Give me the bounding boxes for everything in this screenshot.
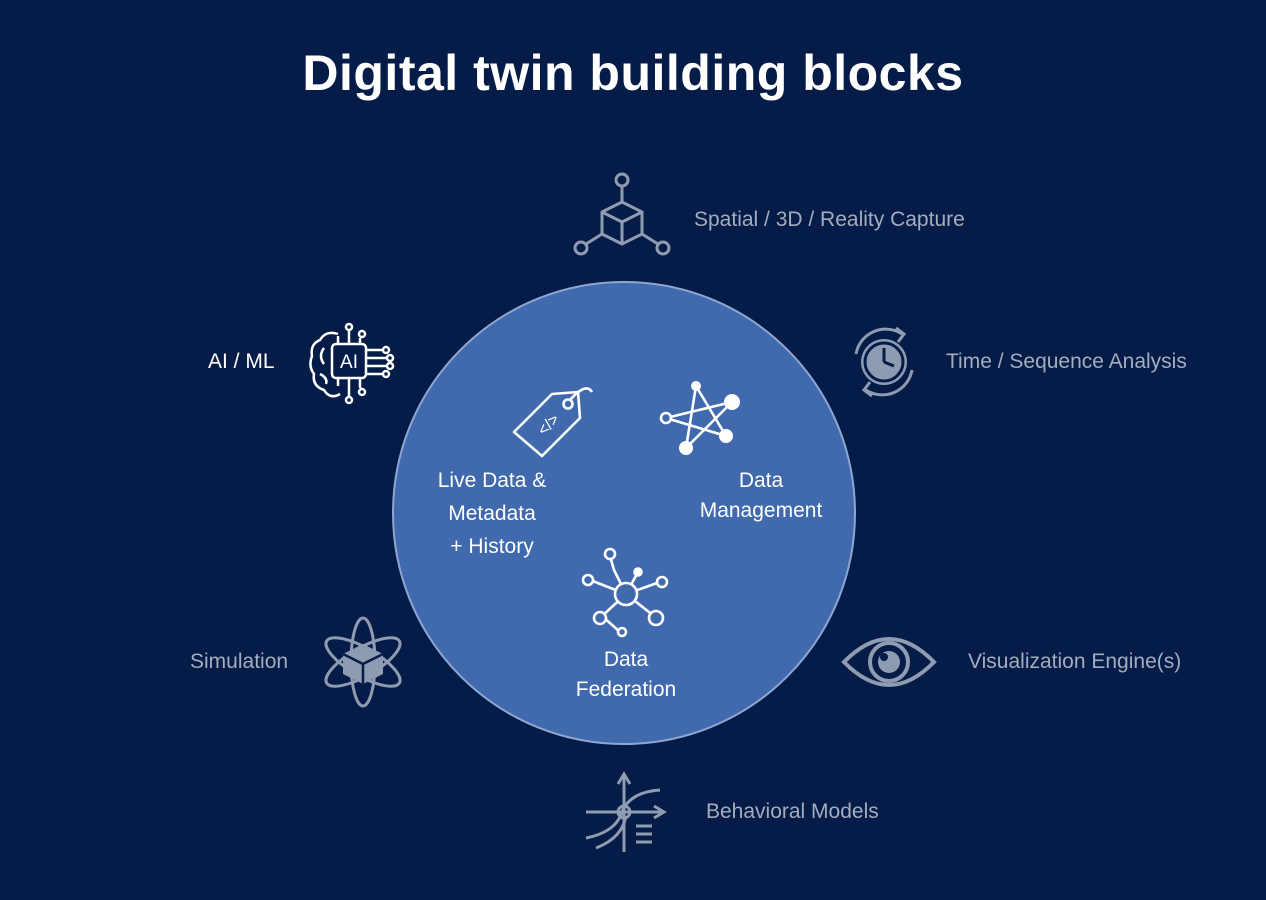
behavior-graph-icon bbox=[585, 771, 667, 852]
core-circle bbox=[392, 281, 856, 745]
ai-brain-chip-icon: AI bbox=[309, 322, 395, 405]
spatial-label: Spatial / 3D / Reality Capture bbox=[694, 208, 965, 231]
data-federation-line-1: Data bbox=[603, 648, 649, 671]
svg-text:</>: </> bbox=[535, 411, 563, 439]
live-data-line-1: Live Data & bbox=[437, 469, 547, 492]
page-title: Digital twin building blocks bbox=[302, 45, 964, 101]
data-federation-line-2: Federation bbox=[575, 678, 677, 701]
spatial-cube-icon bbox=[573, 172, 671, 256]
tag-code-icon: </> bbox=[512, 387, 594, 458]
live-data-line-3: + History bbox=[450, 535, 534, 558]
federation-network-icon bbox=[581, 547, 669, 638]
simulation-atom-icon bbox=[324, 616, 402, 708]
data-management-line-1: Data bbox=[738, 469, 784, 492]
svg-text:AI: AI bbox=[340, 352, 358, 373]
clock-cycle-icon bbox=[854, 326, 914, 398]
data-federation-label: Data Federation bbox=[556, 645, 696, 705]
eye-icon bbox=[841, 637, 937, 687]
time-sequence-label: Time / Sequence Analysis bbox=[946, 350, 1187, 373]
behavioral-models-label: Behavioral Models bbox=[706, 800, 879, 823]
network-star-icon bbox=[659, 381, 740, 455]
data-management-line-2: Management bbox=[699, 499, 823, 522]
simulation-label: Simulation bbox=[190, 650, 289, 673]
data-management-label: Data Management bbox=[684, 466, 838, 526]
live-data-label: Live Data & Metadata + History bbox=[420, 464, 564, 563]
live-data-line-2: Metadata bbox=[448, 502, 536, 525]
ai-ml-label: AI / ML bbox=[208, 350, 275, 373]
visualization-label: Visualization Engine(s) bbox=[968, 650, 1182, 673]
